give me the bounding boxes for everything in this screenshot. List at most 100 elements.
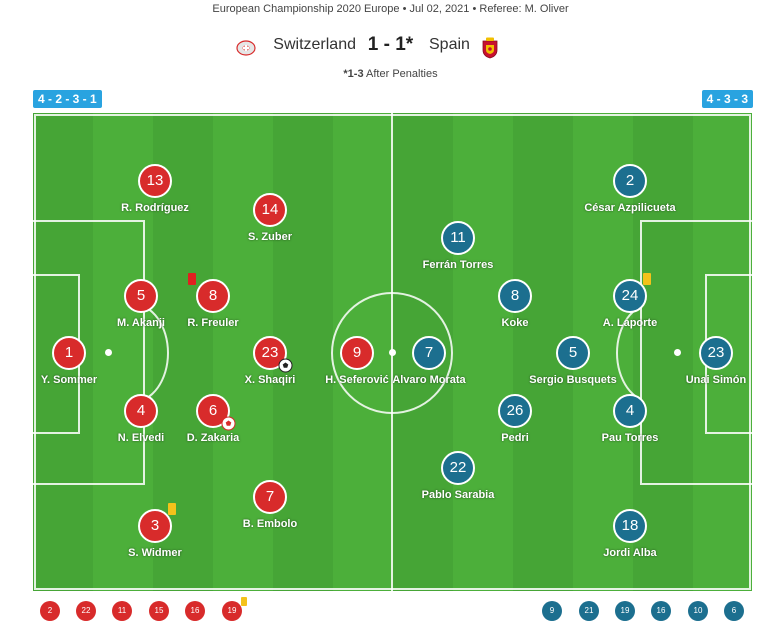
away-sub-badge[interactable]: 10 bbox=[688, 601, 708, 621]
player-number-badge: 3 bbox=[138, 509, 172, 543]
match-subtitle: European Championship 2020 Europe • Jul … bbox=[212, 3, 569, 15]
yellow-card-icon bbox=[643, 273, 651, 285]
center-spot bbox=[389, 349, 396, 356]
player-number-badge: 5 bbox=[124, 279, 158, 313]
player-number-badge: 26 bbox=[498, 394, 532, 428]
player-name: M. Akanji bbox=[117, 317, 165, 329]
player-number-badge: 7 bbox=[253, 480, 287, 514]
away-player-8[interactable]: 8 Koke bbox=[455, 279, 575, 329]
player-number-badge: 22 bbox=[441, 451, 475, 485]
away-player-23[interactable]: 23 Unai Simón bbox=[656, 336, 776, 386]
player-name: N. Elvedi bbox=[117, 432, 165, 444]
player-number-badge: 24 bbox=[613, 279, 647, 313]
home-player-1[interactable]: 1 Y. Sommer bbox=[9, 336, 129, 386]
home-player-7[interactable]: 7 B. Embolo bbox=[210, 480, 330, 530]
home-sub-badge[interactable]: 16 bbox=[185, 601, 205, 621]
penalties-label: After Penalties bbox=[363, 68, 438, 80]
home-player-8[interactable]: 8 R. Freuler bbox=[153, 273, 273, 329]
home-team-name[interactable]: Switzerland bbox=[273, 36, 356, 53]
match-score: 1 - 1* bbox=[367, 34, 414, 55]
player-number-badge: 4 bbox=[613, 394, 647, 428]
player-name: Koke bbox=[501, 317, 529, 329]
player-name: H. Seferović bbox=[325, 374, 389, 386]
home-sub-badge[interactable]: 11 bbox=[112, 601, 132, 621]
player-name: Alvaro Morata bbox=[392, 374, 466, 386]
player-number-badge: 13 bbox=[138, 164, 172, 198]
away-sub-badge[interactable]: 21 bbox=[579, 601, 599, 621]
away-formation-badge: 4 - 3 - 3 bbox=[701, 90, 753, 108]
home-penalty-spot bbox=[105, 349, 112, 356]
away-player-11[interactable]: 11 Ferrán Torres bbox=[398, 221, 518, 271]
away-player-7[interactable]: 7 Alvaro Morata bbox=[369, 336, 489, 386]
player-number-badge: 5 bbox=[556, 336, 590, 370]
yellow-card-icon bbox=[168, 503, 176, 515]
home-sub-badge[interactable]: 2 bbox=[40, 601, 60, 621]
player-number-badge: 23 bbox=[699, 336, 733, 370]
player-number-badge: 8 bbox=[196, 279, 230, 313]
away-player-4[interactable]: 4 Pau Torres bbox=[570, 394, 690, 444]
home-player-6[interactable]: 6 D. Zakaria bbox=[153, 394, 273, 444]
player-name: Unai Simón bbox=[685, 374, 747, 386]
home-player-3[interactable]: 3 S. Widmer bbox=[95, 503, 215, 559]
player-number-badge: 7 bbox=[412, 336, 446, 370]
player-number-badge: 11 bbox=[441, 221, 475, 255]
away-penalty-area bbox=[640, 220, 752, 485]
player-number-badge: 18 bbox=[613, 509, 647, 543]
away-player-26[interactable]: 26 Pedri bbox=[455, 394, 575, 444]
player-number-badge: 8 bbox=[498, 279, 532, 313]
penalties-score: *1-3 bbox=[343, 68, 364, 80]
red-card-icon bbox=[188, 273, 196, 285]
home-player-14[interactable]: 14 S. Zuber bbox=[210, 193, 330, 243]
player-name: Jordi Alba bbox=[603, 547, 657, 559]
player-number-badge: 9 bbox=[340, 336, 374, 370]
switzerland-crest-icon bbox=[236, 40, 256, 56]
player-name: B. Embolo bbox=[242, 518, 298, 530]
home-player-9[interactable]: 9 H. Seferović bbox=[297, 336, 417, 386]
home-sub-badge[interactable]: 22 bbox=[76, 601, 96, 621]
own-goal-icon bbox=[221, 416, 236, 431]
away-sub-badge[interactable]: 6 bbox=[724, 601, 744, 621]
spain-crest-icon bbox=[482, 37, 498, 59]
player-number-badge: 4 bbox=[124, 394, 158, 428]
home-player-5[interactable]: 5 M. Akanji bbox=[81, 279, 201, 329]
goal-ball-icon bbox=[278, 358, 293, 373]
player-name: A. Laporte bbox=[602, 317, 658, 329]
home-player-4[interactable]: 4 N. Elvedi bbox=[81, 394, 201, 444]
player-number-badge: 2 bbox=[613, 164, 647, 198]
home-sub-badge[interactable]: 15 bbox=[149, 601, 169, 621]
player-name: R. Rodríguez bbox=[121, 202, 189, 214]
player-name: Sergio Busquets bbox=[529, 374, 617, 386]
penalties-note: *1-3 After Penalties bbox=[0, 68, 781, 80]
player-name: S. Widmer bbox=[128, 547, 182, 559]
away-sub-badge[interactable]: 16 bbox=[651, 601, 671, 621]
player-number-badge: 14 bbox=[253, 193, 287, 227]
player-name: Y. Sommer bbox=[40, 374, 98, 386]
home-sub-badge[interactable]: 19 bbox=[222, 601, 242, 621]
player-name: Pedri bbox=[501, 432, 529, 444]
player-name: César Azpilicueta bbox=[584, 202, 676, 214]
player-name: R. Freuler bbox=[187, 317, 239, 329]
away-team-name[interactable]: Spain bbox=[429, 36, 470, 53]
player-name: Ferrán Torres bbox=[422, 259, 494, 271]
away-player-2[interactable]: 2 César Azpilicueta bbox=[570, 164, 690, 214]
away-player-24[interactable]: 24 A. Laporte bbox=[570, 273, 690, 329]
center-circle bbox=[331, 292, 453, 414]
player-name: S. Zuber bbox=[247, 231, 292, 243]
home-player-23[interactable]: 23 X. Shaqiri bbox=[210, 336, 330, 386]
player-name: Pablo Sarabia bbox=[421, 489, 495, 501]
away-penalty-spot bbox=[674, 349, 681, 356]
player-number-badge: 23 bbox=[253, 336, 287, 370]
player-name: D. Zakaria bbox=[186, 432, 240, 444]
player-number-badge: 1 bbox=[52, 336, 86, 370]
home-formation-badge: 4 - 2 - 3 - 1 bbox=[33, 90, 102, 108]
player-name: X. Shaqiri bbox=[244, 374, 296, 386]
away-player-5[interactable]: 5 Sergio Busquets bbox=[513, 336, 633, 386]
away-sub-badge[interactable]: 9 bbox=[542, 601, 562, 621]
home-player-13[interactable]: 13 R. Rodríguez bbox=[95, 164, 215, 214]
away-player-18[interactable]: 18 Jordi Alba bbox=[570, 509, 690, 559]
yellow-card-icon bbox=[241, 597, 247, 606]
away-player-22[interactable]: 22 Pablo Sarabia bbox=[398, 451, 518, 501]
home-penalty-area bbox=[33, 220, 145, 485]
player-name: Pau Torres bbox=[601, 432, 659, 444]
away-sub-badge[interactable]: 19 bbox=[615, 601, 635, 621]
